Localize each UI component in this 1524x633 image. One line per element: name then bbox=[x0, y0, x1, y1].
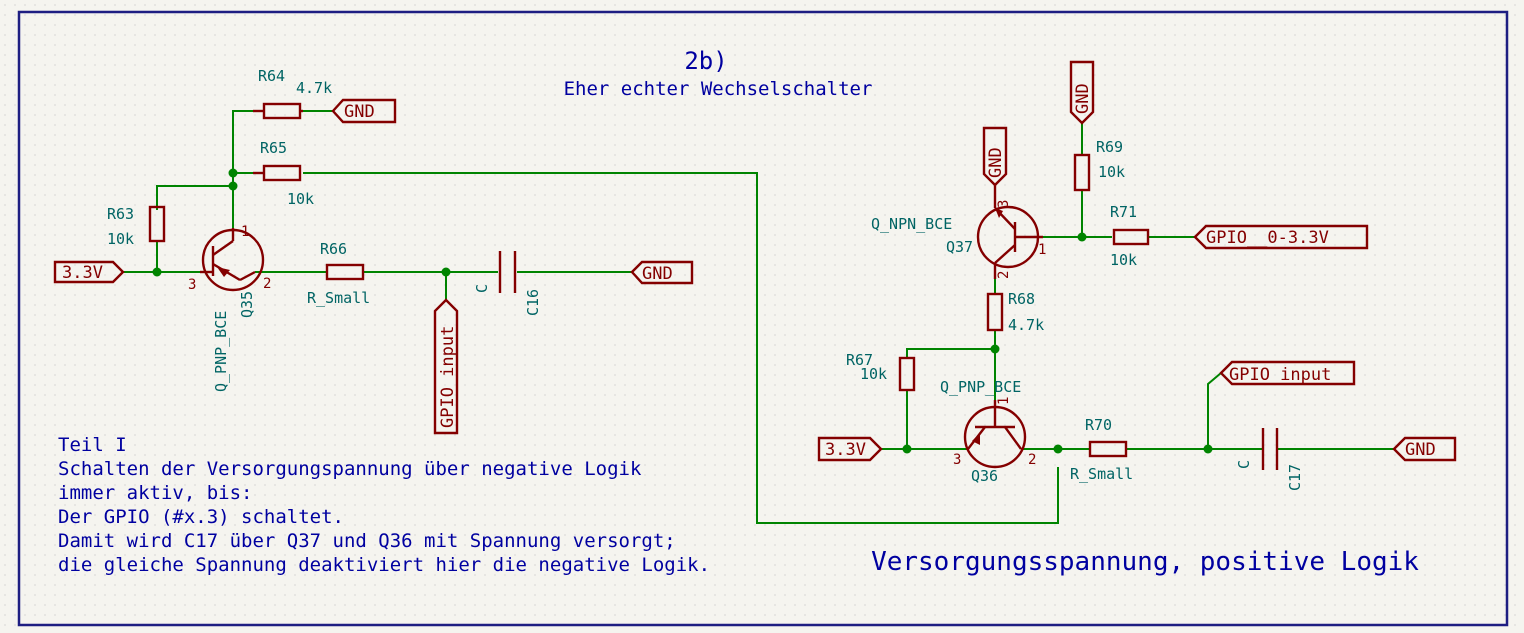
right-junctions bbox=[902, 232, 1213, 454]
c16-ref: C16 bbox=[524, 289, 542, 316]
junction-dot bbox=[1203, 444, 1213, 454]
sheet-title: 2b) bbox=[684, 47, 727, 75]
note-line: Damit wird C17 über Q37 und Q36 mit Span… bbox=[58, 530, 676, 552]
gnd-label-c16: GND bbox=[630, 260, 694, 285]
capacitor-c16[interactable]: C C16 bbox=[473, 251, 542, 316]
r70-ref: R70 bbox=[1085, 416, 1112, 434]
gnd-label-r69: GND bbox=[1069, 60, 1095, 125]
resistor-r71[interactable]: R71 10k bbox=[1110, 203, 1150, 269]
q35-pin1: 1 bbox=[241, 224, 249, 240]
q37-pin1: 1 bbox=[1038, 242, 1046, 258]
gpio-input-label-left: GPIO_input bbox=[433, 298, 459, 435]
power-label-3v3-left: 3.3V bbox=[53, 260, 125, 284]
gpio-control-text: GPIO__0-3.3V bbox=[1206, 228, 1329, 248]
gnd-text: GND bbox=[642, 264, 673, 284]
power-label-3v3-right: 3.3V bbox=[817, 436, 883, 462]
note-block: Teil I Schalten der Versorgungspannung ü… bbox=[58, 434, 710, 576]
r64-value: 4.7k bbox=[296, 79, 332, 97]
note-line: immer aktiv, bis: bbox=[58, 482, 252, 504]
resistor-r69[interactable]: R69 10k bbox=[1073, 138, 1125, 192]
q37-value: Q_NPN_BCE bbox=[871, 215, 952, 233]
q36-ref: Q36 bbox=[971, 467, 998, 485]
sheet-frame bbox=[17, 10, 1509, 627]
junction-dot bbox=[228, 168, 238, 178]
junction-dot bbox=[1053, 444, 1063, 454]
r65-value: 10k bbox=[287, 190, 314, 208]
vin-label: 3.3V bbox=[62, 263, 103, 283]
capacitor-c17[interactable]: C C17 bbox=[1235, 428, 1304, 491]
note-line: die gleiche Spannung deaktiviert hier di… bbox=[58, 554, 710, 576]
r68-value: 4.7k bbox=[1008, 316, 1044, 334]
junction-dot bbox=[1077, 232, 1087, 242]
r67-ref: R67 bbox=[846, 351, 873, 369]
r65-ref: R65 bbox=[260, 139, 287, 157]
q36-value: Q_PNP_BCE bbox=[940, 378, 1021, 396]
q35-pin3: 3 bbox=[188, 277, 196, 293]
transistor-q36[interactable]: 1 2 3 Q_PNP_BCE Q36 bbox=[940, 378, 1036, 485]
gpio-input-text: GPIO_input bbox=[1229, 365, 1331, 385]
note-line: Der GPIO (#x.3) schaltet. bbox=[58, 506, 344, 528]
junction-dot bbox=[441, 267, 451, 277]
q35-pin2: 2 bbox=[263, 276, 271, 292]
r70-value: R_Small bbox=[1070, 465, 1133, 483]
note-line: Schalten der Versorgungspannung über neg… bbox=[58, 458, 642, 480]
gnd-text: GND bbox=[1073, 83, 1093, 114]
r68-ref: R68 bbox=[1008, 290, 1035, 308]
q36-pin2: 2 bbox=[1028, 452, 1036, 468]
q37-ref: Q37 bbox=[946, 238, 973, 256]
gnd-text: GND bbox=[1405, 440, 1436, 460]
gnd-text: GND bbox=[986, 147, 1006, 178]
junction-dot bbox=[152, 267, 162, 277]
gpio-input-label-right: GPIO_input bbox=[1219, 360, 1356, 386]
gnd-text: GND bbox=[344, 102, 375, 122]
sheet-subtitle: Eher echter Wechselschalter bbox=[564, 78, 873, 100]
gpio-input-text: GPIO_input bbox=[438, 326, 458, 428]
resistor-r70[interactable]: R70 R_Small bbox=[1070, 416, 1133, 483]
c17-value: C bbox=[1235, 460, 1253, 469]
r69-ref: R69 bbox=[1096, 138, 1123, 156]
gnd-label-c17: GND bbox=[1392, 436, 1457, 462]
transistor-q37[interactable]: 1 2 3 Q_NPN_BCE Q37 bbox=[871, 185, 1046, 279]
q35-value: Q_PNP_BCE bbox=[212, 311, 230, 392]
gnd-label-r64: GND bbox=[331, 98, 397, 124]
q37-pin2: 2 bbox=[996, 271, 1012, 279]
resistor-r66[interactable]: R66 R_Small bbox=[307, 240, 370, 307]
note-line: Teil I bbox=[58, 434, 127, 456]
resistor-r64[interactable]: R64 4.7k bbox=[253, 67, 332, 120]
q36-pin1: 1 bbox=[996, 397, 1012, 405]
c17-ref: C17 bbox=[1286, 464, 1304, 491]
section-heading-positive-logic: Versorgungsspannung, positive Logik bbox=[871, 547, 1419, 577]
left-junctions bbox=[152, 168, 451, 277]
vin-label: 3.3V bbox=[825, 440, 866, 460]
transistor-q35[interactable]: 1 2 3 Q_PNP_BCE Q35 bbox=[188, 224, 271, 392]
gpio-control-label: GPIO__0-3.3V bbox=[1193, 224, 1369, 250]
q35-ref: Q35 bbox=[238, 291, 256, 318]
q36-pin3: 3 bbox=[953, 452, 961, 468]
r63-value: 10k bbox=[107, 230, 134, 248]
r63-ref: R63 bbox=[107, 205, 134, 223]
resistor-r68[interactable]: R68 4.7k bbox=[986, 290, 1044, 334]
r66-ref: R66 bbox=[320, 240, 347, 258]
r66-value: R_Small bbox=[307, 289, 370, 307]
r71-ref: R71 bbox=[1110, 203, 1137, 221]
junction-dot bbox=[990, 344, 1000, 354]
r71-value: 10k bbox=[1110, 251, 1137, 269]
junction-dot bbox=[228, 181, 238, 191]
gnd-label-q37: GND bbox=[982, 126, 1008, 187]
resistor-r63[interactable]: R63 10k bbox=[107, 205, 166, 248]
junction-dot bbox=[902, 444, 912, 454]
resistor-r65[interactable]: R65 10k bbox=[253, 139, 314, 208]
r67-value: 10k bbox=[860, 365, 887, 383]
q37-pin3: 3 bbox=[996, 200, 1012, 208]
resistor-r67[interactable]: R67 10k bbox=[846, 351, 916, 392]
c16-value: C bbox=[473, 284, 491, 293]
r69-value: 10k bbox=[1098, 163, 1125, 181]
r64-ref: R64 bbox=[258, 67, 285, 85]
